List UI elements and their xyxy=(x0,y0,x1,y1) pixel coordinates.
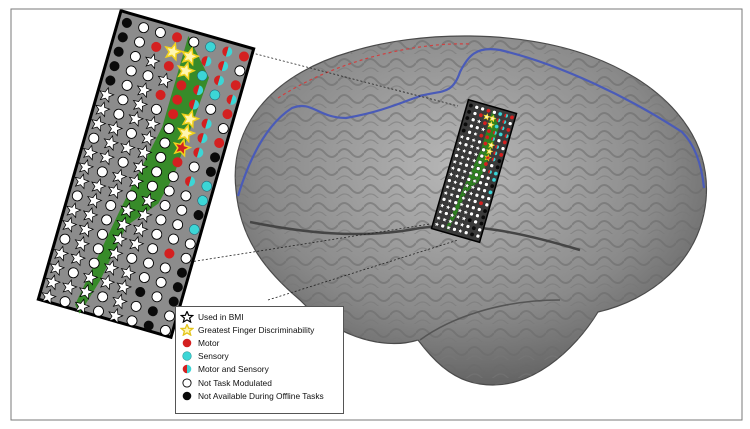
legend-item-none: Not Task Modulated xyxy=(180,376,339,389)
legend-item-bmi: Used in BMI xyxy=(180,310,339,323)
cyan-circle-icon xyxy=(180,350,194,362)
legend-item-na: Not Available During Offline Tasks xyxy=(180,389,339,402)
black-circle-icon xyxy=(180,390,194,402)
white-circle-icon xyxy=(180,377,194,389)
star-outline-icon xyxy=(180,311,194,323)
star-yellow-icon xyxy=(180,324,194,336)
legend-label: Motor and Sensory xyxy=(198,364,269,374)
legend-label: Used in BMI xyxy=(198,312,244,322)
legend-label: Greatest Finger Discriminability xyxy=(198,325,314,335)
legend-item-finger: Greatest Finger Discriminability xyxy=(180,323,339,336)
red-circle-icon xyxy=(180,337,194,349)
legend-label: Sensory xyxy=(198,351,229,361)
split-circle-icon xyxy=(180,363,194,375)
legend-label: Motor xyxy=(198,338,219,348)
legend: Used in BMI Greatest Finger Discriminabi… xyxy=(175,306,344,414)
legend-item-motor: Motor xyxy=(180,336,339,349)
inset-electrode-array xyxy=(38,11,254,340)
legend-item-both: Motor and Sensory xyxy=(180,363,339,376)
legend-label: Not Available During Offline Tasks xyxy=(198,391,324,401)
legend-label: Not Task Modulated xyxy=(198,378,272,388)
legend-item-sensory: Sensory xyxy=(180,350,339,363)
